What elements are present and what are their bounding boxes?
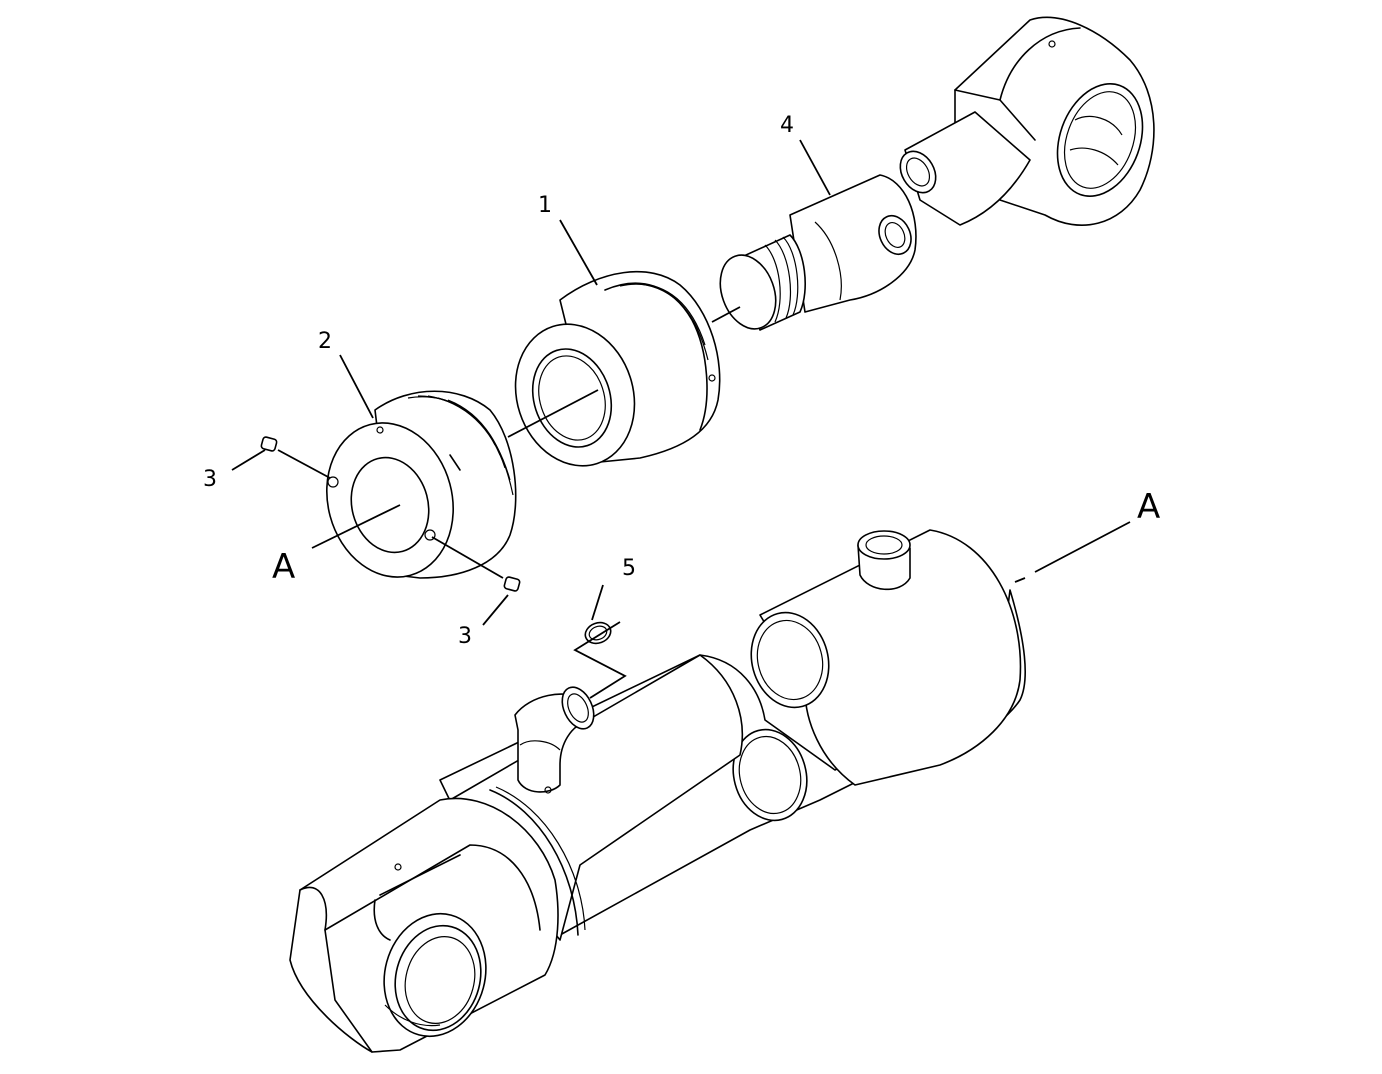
leader-lines — [231, 139, 1131, 699]
set-screw-lower — [503, 576, 521, 592]
piston-rod-end — [719, 174, 917, 331]
callout-part-4: 4 — [780, 113, 794, 138]
set-screw-upper — [260, 436, 278, 452]
clevis-end — [289, 797, 559, 1053]
callout-part-1: 1 — [538, 193, 552, 218]
callout-part-2: 2 — [318, 329, 332, 354]
cylinder-barrel — [439, 529, 1026, 956]
callout-part-3-lower: 3 — [458, 624, 472, 649]
gland-head — [326, 390, 517, 579]
callout-view-a-right: A — [1137, 487, 1160, 527]
piston — [514, 270, 721, 467]
callout-part-3-upper: 3 — [203, 467, 217, 492]
callout-view-a-left: A — [272, 547, 295, 587]
callout-part-5: 5 — [622, 556, 636, 581]
rod-eye — [899, 16, 1155, 226]
